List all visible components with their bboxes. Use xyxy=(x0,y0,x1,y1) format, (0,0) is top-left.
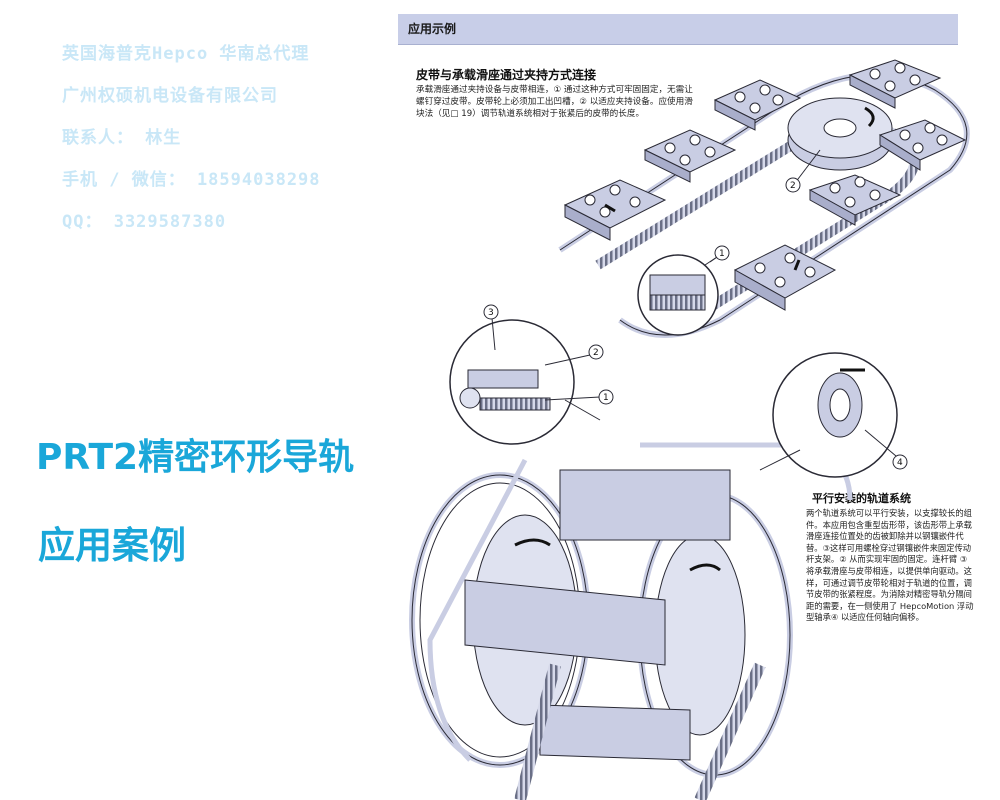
right-disc-rotation-arrow xyxy=(689,563,721,572)
watermark-contact: 英国海普克Hepco 华南总代理 广州权硕机电设备有限公司 联系人： 林生 手机… xyxy=(62,40,402,250)
upper-carriage xyxy=(878,119,967,171)
upper-carriage xyxy=(848,59,942,109)
section1-title: 皮带与承载滑座通过夹持方式连接 xyxy=(416,68,597,82)
upper-carriage xyxy=(808,174,902,226)
upper-carriage xyxy=(733,244,837,311)
bottom-cross-frame xyxy=(539,704,691,761)
callout-1-upper: 1 xyxy=(704,245,730,266)
watermark-line-qq: QQ： 3329587380 xyxy=(62,212,227,232)
left-long-rail xyxy=(427,458,528,762)
svg-text:1: 1 xyxy=(603,393,609,403)
section2-body: 两个轨道系统可以平行安装，以支撑较长的组件。本应用包含重型齿形带，该齿形带上承载… xyxy=(806,508,974,623)
middle-cross-plate xyxy=(464,579,666,666)
watermark-line-contact: 联系人： 林生 xyxy=(62,128,182,148)
watermark-line-phone: 手机 / 微信： 18594038298 xyxy=(62,170,321,190)
watermark-line-company-agent: 英国海普克Hepco 华南总代理 xyxy=(62,44,310,64)
lower-parallel-track-drawing xyxy=(409,319,898,800)
upper-pulley xyxy=(787,97,893,171)
watermark-line-company-name: 广州权硕机电设备有限公司 xyxy=(62,86,278,106)
section1-body: 承载滑座通过夹持设备与皮带相连，① 通过这种方式可牢固固定，无需让螺钉穿过皮带。… xyxy=(416,85,693,119)
callout-3-lower: 3 xyxy=(483,304,499,351)
left-disc-rotation-arrow xyxy=(514,538,551,547)
headline-subtitle: 应用案例 xyxy=(38,524,186,567)
svg-text:3: 3 xyxy=(488,308,494,318)
section2-title: 平行安装的轨道系统 xyxy=(812,492,911,505)
callout-4-lower: 4 xyxy=(864,429,908,470)
top-cross-frame xyxy=(559,469,731,541)
document-header: 应用示例 xyxy=(398,14,958,45)
headline-title: PRT2精密环形导轨 xyxy=(36,437,355,478)
svg-text:4: 4 xyxy=(897,458,903,468)
callout-2-lower: 2 xyxy=(544,344,604,366)
svg-text:1: 1 xyxy=(719,249,725,259)
carriage-direction-arrow xyxy=(793,259,801,271)
document-header-label: 应用示例 xyxy=(408,22,457,36)
upper-carriage xyxy=(713,79,802,131)
pulley-rotation-arrow xyxy=(864,106,875,128)
svg-text:2: 2 xyxy=(593,348,599,358)
upper-carriage xyxy=(643,129,737,183)
callout-2-upper: 2 xyxy=(785,149,821,193)
lower-toothed-belt xyxy=(514,663,561,800)
callout-1-lower: 1 xyxy=(544,389,614,405)
upper-oval-track-drawing xyxy=(558,59,970,338)
upper-carriage xyxy=(563,179,667,241)
svg-text:2: 2 xyxy=(790,181,796,191)
callout-markers: 1 2 3 2 1 4 xyxy=(483,149,908,470)
carriage-direction-arrow xyxy=(604,203,616,213)
